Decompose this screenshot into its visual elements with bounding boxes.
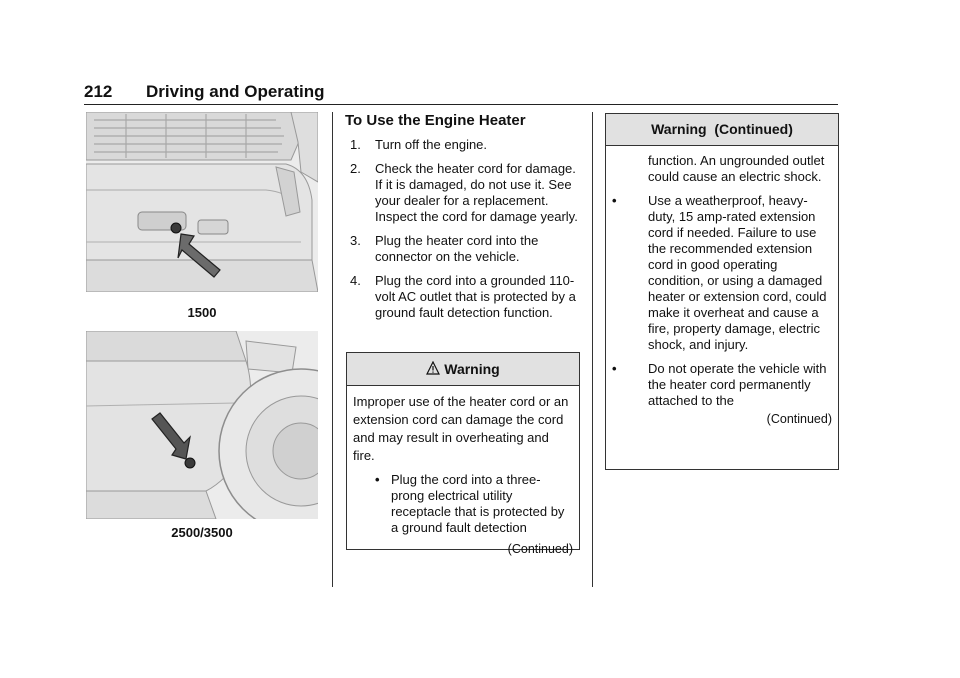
warning-header: Warning (Continued) [606, 114, 838, 146]
column-divider-right [592, 112, 593, 587]
list-item: 4.Plug the cord into a grounded 110-volt… [350, 273, 576, 320]
warning-bullet: • Do not operate the vehicle with the he… [612, 361, 827, 408]
pointer-arrow-icon [151, 412, 191, 460]
figure-caption-1500: 1500 [187, 305, 217, 320]
figure-2500-3500-bumper [86, 331, 318, 519]
continued-label: (Continued) [507, 542, 573, 556]
warning-bullet: • Plug the cord into a three-prong elect… [375, 472, 565, 535]
column-divider-left [332, 112, 333, 587]
warning-triangle-icon [426, 360, 441, 375]
warning-body: function. An ungrounded outlet could cau… [606, 146, 838, 427]
warning-box: Warning Improper use of the heater cord … [346, 352, 580, 556]
warning-continued-box: Warning (Continued) function. An ungroun… [605, 113, 839, 470]
section-title: Driving and Operating [146, 82, 325, 101]
list-item: 1.Turn off the engine. [350, 137, 488, 152]
instruction-steps: 1.Turn off the engine. 2.Check the heate… [345, 137, 580, 329]
header-rule [84, 104, 838, 105]
list-item: 3.Plug the heater cord into the connecto… [350, 233, 539, 264]
section-heading: To Use the Engine Heater [345, 112, 526, 129]
continued-label: (Continued) [766, 412, 832, 426]
figure-1500-bumper [86, 112, 318, 292]
truck-wheel-bumper-illustration [86, 331, 318, 519]
warning-bullet: • Use a weatherproof, heavy-duty, 15 amp… [612, 193, 827, 352]
truck-front-bumper-illustration [86, 112, 318, 292]
warning-header: Warning [347, 353, 579, 386]
warning-title: Warning [444, 361, 500, 377]
warning-body: Improper use of the heater cord or an ex… [347, 386, 579, 558]
warning-fragment: function. An ungrounded outlet could cau… [648, 153, 825, 184]
figure-caption-2500-3500: 2500/3500 [171, 525, 233, 540]
warning-intro: Improper use of the heater cord or an ex… [353, 394, 569, 463]
pointer-arrow-icon [177, 233, 221, 278]
list-item: 2.Check the heater cord for damage. If i… [350, 161, 578, 224]
page-number: 212 [84, 82, 113, 101]
